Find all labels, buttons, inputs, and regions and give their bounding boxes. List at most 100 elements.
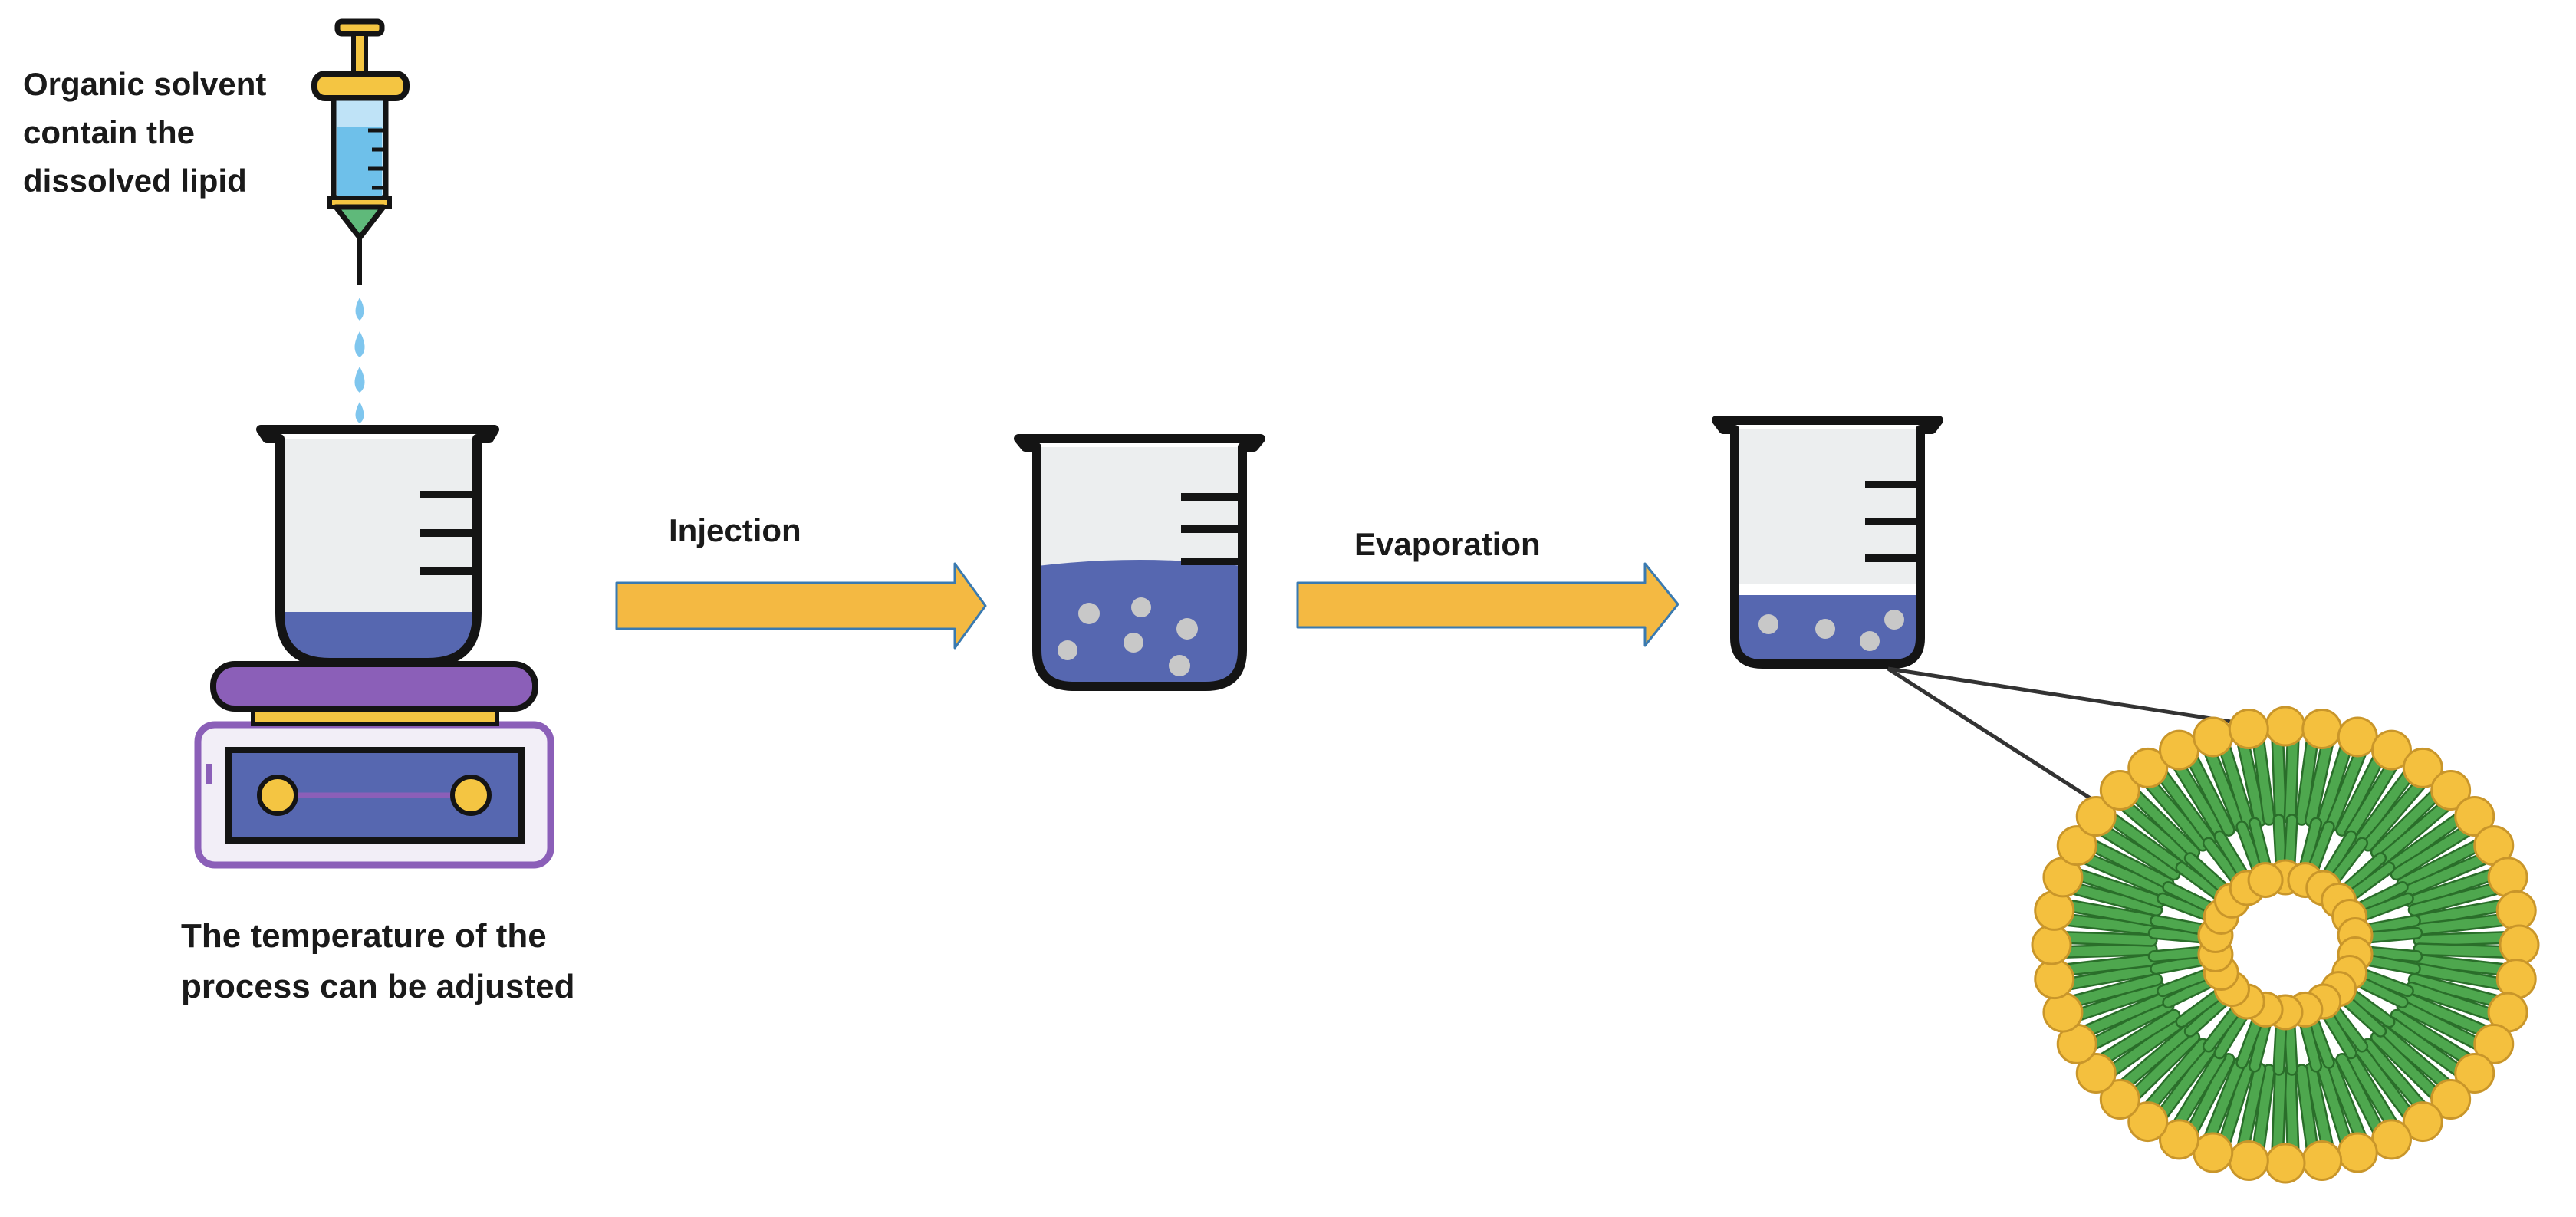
lipid-tail [2173, 1051, 2226, 1131]
lipid-tail [2086, 840, 2173, 888]
lipid-tail [2372, 1032, 2442, 1101]
lipid-head [2370, 729, 2412, 771]
lipid-tail [2253, 1065, 2274, 1155]
hotplate-label-line-1: The temperature of the [181, 917, 547, 955]
lipid-tail [2204, 838, 2243, 887]
lipid-head [2301, 1140, 2343, 1181]
lipid-tail [2117, 798, 2193, 863]
lipid-tail [2297, 735, 2318, 824]
hotplate-label-line-2: process can be adjusted [181, 968, 575, 1005]
lipid-head [2034, 959, 2075, 1000]
lipid-tail [2337, 1054, 2384, 1137]
lipid-tail [2186, 1054, 2234, 1137]
lipid-tail [2186, 854, 2232, 896]
lipid-tail [2398, 1002, 2485, 1050]
lipid-head [2127, 1101, 2169, 1143]
lipid-tail [2150, 947, 2209, 961]
lipid-tail [2413, 915, 2511, 934]
lipid-tail [2238, 736, 2265, 826]
lipid-tail [2086, 1002, 2173, 1050]
syringe-label: Organic solvent contain the dissolved li… [23, 60, 266, 205]
syringe-label-line-2: contain the [23, 114, 196, 150]
lipid-tail [2272, 1066, 2285, 1156]
lipid-tail [2352, 883, 2407, 914]
lipid-tail [2378, 798, 2453, 863]
lipid-head [2495, 890, 2537, 931]
beaker-icon [256, 425, 499, 667]
lipid-tail [2352, 975, 2407, 1007]
lipid-tail [2285, 733, 2298, 824]
lipid-tail [2186, 993, 2232, 1036]
lipid-head [2193, 716, 2234, 758]
lipid-tail [2344, 988, 2393, 1026]
lipid-tail [2253, 735, 2274, 824]
lipid-tail [2412, 964, 2509, 989]
lipid-head [2301, 709, 2343, 750]
lipid-head [2370, 1119, 2412, 1160]
lipid-tail [2156, 1044, 2216, 1121]
lipid-head [2099, 1079, 2140, 1120]
lipid-tail [2355, 768, 2415, 845]
lipid-tail [2356, 894, 2413, 921]
lipid-tail [2344, 863, 2393, 902]
lipid-head [2487, 857, 2528, 898]
lipid-head [2075, 1053, 2117, 1094]
lipid-tail [2204, 1002, 2243, 1051]
lipid-tail [2392, 824, 2475, 879]
lipid-head [2099, 769, 2140, 811]
lipid-tail [2151, 916, 2211, 935]
lipid-tail [2410, 975, 2504, 1007]
lipid-head [2159, 729, 2200, 771]
lipid-tail [2337, 752, 2384, 835]
lipid-head [2127, 747, 2169, 788]
lipid-tail [2163, 975, 2219, 1007]
lipid-head [2402, 1101, 2443, 1143]
lipid-tail [2150, 929, 2209, 942]
lipid-head [2193, 1132, 2234, 1173]
syringe-label-line-1: Organic solvent [23, 66, 267, 102]
lipid-tail [2238, 1064, 2265, 1153]
hotplate-icon [194, 661, 554, 869]
lipid-tail [2414, 944, 2512, 957]
lipid-tail [2326, 1059, 2367, 1144]
lipid-head [2454, 1053, 2495, 1094]
lipid-tail [2386, 812, 2466, 872]
lipid-tail [2058, 944, 2157, 957]
lipid-tail [2392, 1011, 2475, 1065]
lipid-tail [2062, 964, 2159, 989]
hotplate-label: The temperature of the process can be ad… [181, 911, 575, 1012]
lipid-tail [2355, 1044, 2415, 1121]
lipid-tail [2177, 988, 2226, 1026]
evaporation-label: Evaporation [1354, 526, 1541, 562]
lipid-tail [2339, 854, 2385, 896]
lipid-tail [2219, 741, 2253, 828]
lipid-tail [2328, 1002, 2367, 1051]
lipid-tail [2318, 1061, 2351, 1149]
lipid-tail [2414, 932, 2512, 946]
lipid-tail [2060, 956, 2157, 975]
lipid-tail [2163, 883, 2219, 914]
lipid-head [2031, 924, 2072, 965]
lipid-tail [2067, 975, 2161, 1007]
lipid-tail [2372, 788, 2442, 857]
lipid-tail [2363, 777, 2427, 850]
lipid-tail [2156, 768, 2216, 845]
lipid-tail [2328, 838, 2367, 887]
lipid-tail [2345, 1051, 2398, 1131]
lipid-head [2454, 795, 2495, 837]
lipid-tail [2096, 824, 2179, 879]
lipid-tail [2361, 929, 2421, 942]
lipid-tail [2204, 1059, 2245, 1144]
injection-label: Injection [669, 512, 801, 548]
lipid-tail [2412, 900, 2509, 926]
lipid-tail [2079, 852, 2169, 896]
lipid-tail [2378, 1026, 2453, 1091]
lipid-head [2430, 769, 2472, 811]
lipid-tail [2129, 1032, 2199, 1101]
lipid-head [2265, 706, 2306, 747]
lipid-head [2402, 747, 2443, 788]
arrow-icon [1296, 562, 1679, 647]
lipid-head [2247, 862, 2284, 899]
lipid-tail [2117, 1026, 2193, 1091]
lipid-tail [2071, 869, 2164, 906]
